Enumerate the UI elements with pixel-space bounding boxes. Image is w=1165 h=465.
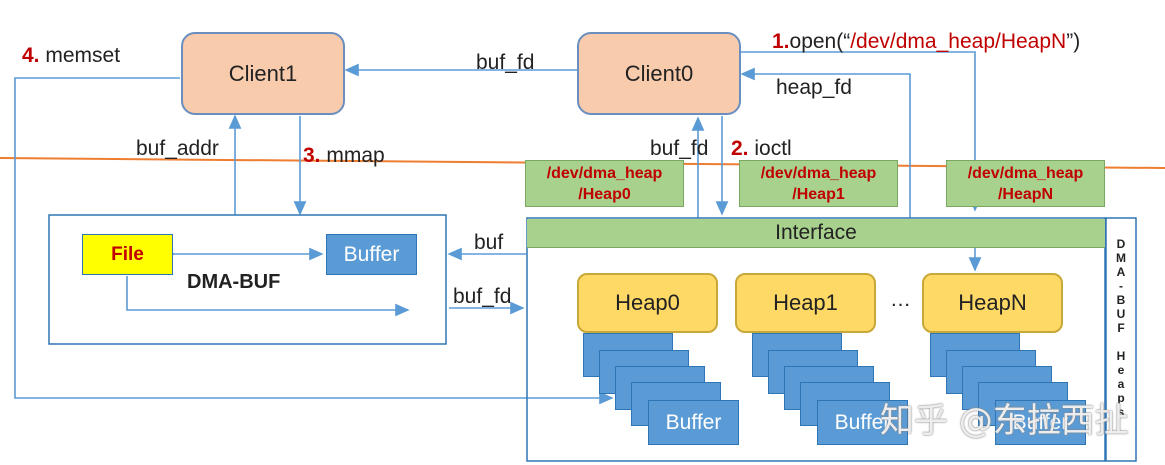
- step4-text: memset: [45, 44, 121, 67]
- buf-fd-label-low: buf_fd: [453, 285, 512, 308]
- side-label-char: B: [1116, 293, 1126, 307]
- step3-number: 3.: [303, 144, 321, 167]
- step1-text-post: ”): [1066, 30, 1081, 53]
- devnode-heap0-line2: /Heap0: [578, 186, 631, 203]
- dmabuf-buffer-box: Buffer: [326, 234, 417, 275]
- heap1-node: Heap1: [735, 273, 876, 333]
- step4-label: 4. memset: [22, 44, 120, 68]
- step2-number: 2.: [731, 137, 749, 160]
- side-label-char: s: [1117, 405, 1125, 419]
- side-label-char: F: [1117, 321, 1125, 335]
- side-label-char: -: [1119, 279, 1123, 293]
- heapn-node: HeapN: [922, 273, 1063, 333]
- devnode-heapn-line2: /HeapN: [997, 186, 1054, 203]
- step4-number: 4.: [22, 44, 40, 67]
- client0-node: Client0: [577, 32, 741, 115]
- heap-fd-label: heap_fd: [776, 76, 852, 99]
- step3-text: mmap: [326, 144, 385, 167]
- devnode-heapn: /dev/dma_heap /HeapN: [946, 160, 1105, 207]
- side-label-char: [1107, 335, 1135, 349]
- buf-addr-label: buf_addr: [136, 137, 219, 160]
- step1-text-pre: open(“: [789, 30, 851, 53]
- devnode-heap1: /dev/dma_heap /Heap1: [739, 160, 898, 207]
- step2-label: 2. ioctl: [731, 137, 792, 161]
- heapn-buffer-top: Buffer: [995, 400, 1086, 445]
- devnode-heap0-line1: /dev/dma_heap: [546, 165, 663, 182]
- devnode-heap0: /dev/dma_heap /Heap0: [525, 160, 684, 207]
- side-label-char: M: [1116, 251, 1126, 265]
- buf-fd-label-mid: buf_fd: [650, 137, 709, 160]
- heap-ellipsis: …: [890, 288, 911, 311]
- step1-label: 1.open(“/dev/dma_heap/HeapN”): [772, 30, 1080, 54]
- heap0-buffer-top: Buffer: [648, 400, 739, 445]
- devnode-heap1-line1: /dev/dma_heap: [760, 165, 877, 182]
- heap0-node: Heap0: [577, 273, 718, 333]
- interface-bar: Interface: [527, 219, 1105, 248]
- step2-text: ioctl: [754, 137, 792, 160]
- watermark: 知乎 @东拉西扯: [880, 401, 1129, 441]
- side-label-char: D: [1116, 237, 1126, 251]
- file-box: File: [82, 234, 173, 275]
- devnode-heap1-line2: /Heap1: [792, 186, 845, 203]
- dmabuf-title: DMA-BUF: [187, 271, 281, 293]
- buf-fd-label-top: buf_fd: [476, 51, 535, 74]
- client1-node: Client1: [181, 32, 345, 115]
- side-label-char: A: [1116, 265, 1126, 279]
- buf-label: buf: [474, 231, 504, 254]
- side-label-char: U: [1116, 307, 1126, 321]
- step3-label: 3. mmap: [303, 144, 385, 168]
- devnode-heapn-line1: /dev/dma_heap: [967, 165, 1084, 182]
- side-label-char: H: [1116, 349, 1126, 363]
- side-label-char: e: [1117, 363, 1125, 377]
- side-label-char: a: [1117, 377, 1125, 391]
- side-label-char: p: [1117, 391, 1125, 405]
- step1-number: 1.: [772, 30, 790, 53]
- heap1-buffer-top: Buffer: [817, 400, 908, 445]
- step1-path: /dev/dma_heap/HeapN: [850, 30, 1067, 53]
